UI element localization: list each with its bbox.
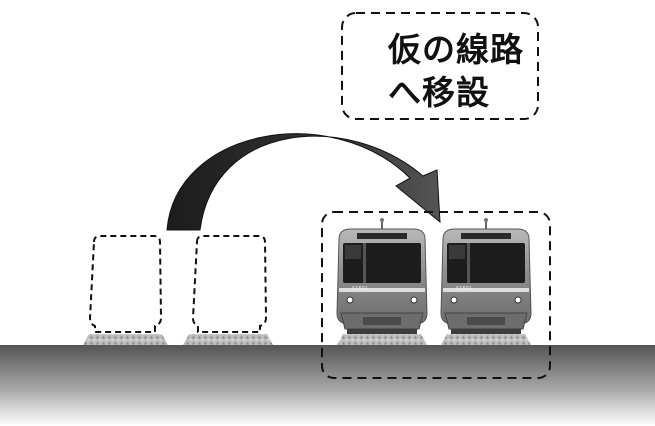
ballast-new-2 bbox=[441, 334, 531, 345]
former-position-outline-2 bbox=[191, 235, 268, 333]
callout-line-1: 仮の線路 bbox=[388, 30, 524, 69]
train-number-1: 51601 bbox=[352, 286, 368, 292]
former-position-outline-1 bbox=[88, 235, 163, 333]
ground bbox=[0, 345, 655, 426]
ballast-old-1 bbox=[83, 334, 168, 345]
train-number-2: 51601 bbox=[456, 286, 472, 292]
callout-line-2: へ移設 bbox=[388, 73, 490, 112]
train-front-2: 51601 bbox=[440, 217, 532, 335]
ballast-new-1 bbox=[337, 334, 427, 345]
ballast-old-2 bbox=[183, 334, 273, 345]
temporary-track-group-outline bbox=[321, 211, 551, 379]
train-front-1: 51601 bbox=[336, 217, 428, 335]
callout-box bbox=[341, 12, 539, 120]
relocation-arrow bbox=[166, 133, 441, 231]
callout-text: 仮の線路 へ移設 bbox=[388, 28, 538, 114]
